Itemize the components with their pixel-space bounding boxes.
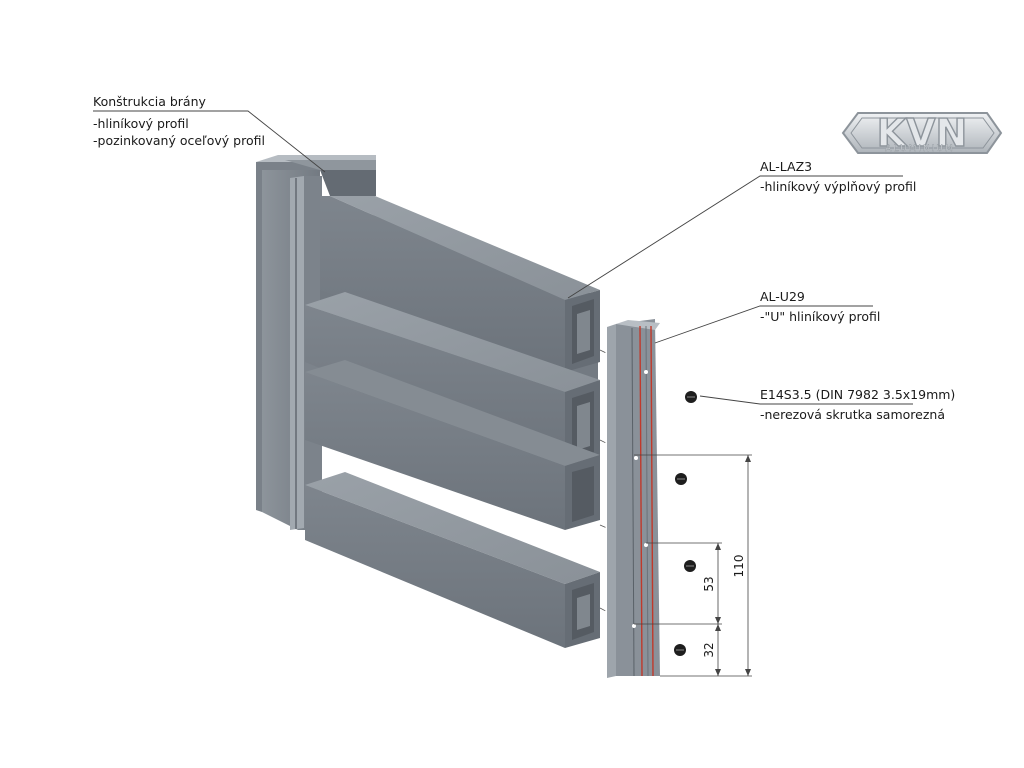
screw-1 (685, 391, 697, 403)
screw-2 (675, 473, 687, 485)
u-profile (607, 319, 660, 678)
logo-subtext: ALUMINIUM (885, 144, 954, 154)
leader-lines (93, 110, 913, 405)
label-gate-structure-title: Konštrukcia brány (93, 94, 206, 109)
slat-profile-1 (320, 196, 600, 372)
dimension-lines (634, 454, 752, 677)
label-infill-profile-title: AL-LAZ3 (760, 159, 812, 174)
screw-4 (674, 644, 686, 656)
slat-profile-3 (305, 360, 600, 530)
slat-profile-4 (305, 472, 600, 648)
dimension-53: 53 (702, 576, 716, 591)
kvn-logo: KVN ALUMINIUM (841, 110, 1003, 156)
label-screw-line1: -nerezová skrutka samorezná (760, 407, 945, 422)
label-gate-structure-line1: -hliníkový profil (93, 116, 189, 131)
logo-frame-inner (850, 117, 995, 149)
u-profile-red-line-2 (650, 325, 654, 677)
label-infill-profile-line1: -hliníkový výplňový profil (760, 179, 916, 194)
u-profile-red-line-1 (639, 325, 643, 677)
dimension-110: 110 (732, 555, 746, 578)
label-screw: E14S3.5 (DIN 7982 3.5x19mm) -nerezová sk… (760, 387, 955, 422)
label-gate-structure-line2: -pozinkovaný oceľový profil (93, 133, 265, 148)
logo-frame (841, 112, 1003, 154)
logo-text: KVN (877, 111, 968, 155)
label-infill-profile: AL-LAZ3 -hliníkový výplňový profil (760, 159, 916, 194)
label-u-profile-title: AL-U29 (760, 289, 805, 304)
dimension-arrows (715, 455, 751, 676)
label-u-profile-line1: -"U" hliníkový profil (760, 309, 880, 324)
label-u-profile: AL-U29 -"U" hliníkový profil (760, 289, 880, 324)
screw-3 (684, 560, 696, 572)
dimension-32: 32 (702, 642, 716, 657)
label-screw-title: E14S3.5 (DIN 7982 3.5x19mm) (760, 387, 955, 402)
label-gate-structure: Konštrukcia brány -hliníkový profil -poz… (93, 94, 265, 148)
